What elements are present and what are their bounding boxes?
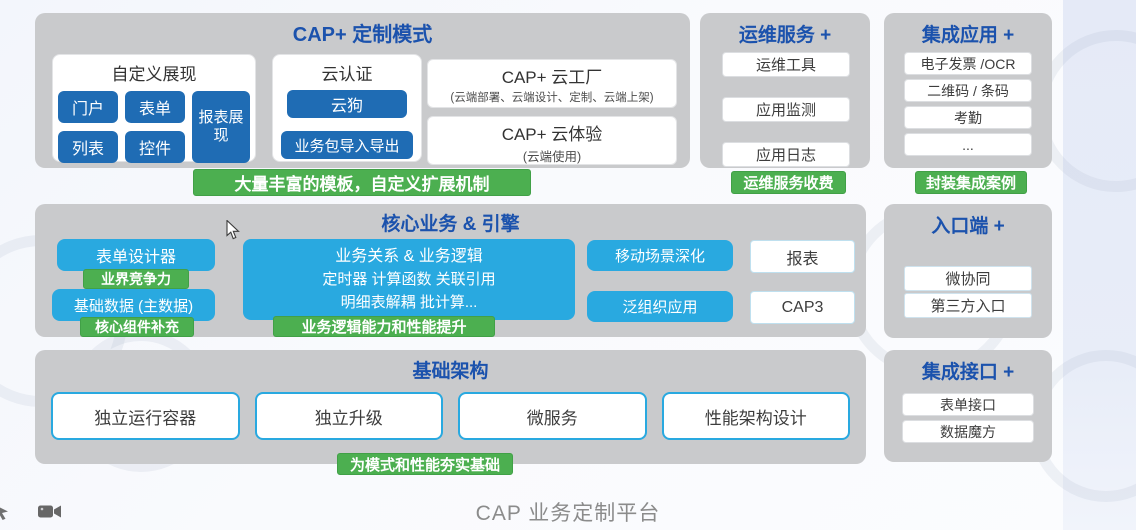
block-mobile-scene: 移动场景深化 bbox=[587, 240, 733, 271]
block-report: 报表 bbox=[750, 240, 855, 273]
panel-core-business: 核心业务 & 引擎 表单设计器 基础数据 (主数据) 业务关系 & 业务逻辑 定… bbox=[35, 204, 866, 337]
panel-custom-mode-title: CAP+ 定制模式 bbox=[292, 24, 433, 46]
block-form-api: 表单接口 bbox=[902, 393, 1034, 416]
video-camera-icon[interactable] bbox=[38, 503, 62, 525]
engine-line-2: 定时器 计算函数 关联引用 bbox=[322, 271, 496, 288]
panel-integrated-apps: 集成应用 + 电子发票 /OCR 二维码 / 条码 考勤 ... bbox=[884, 13, 1052, 168]
panel-integration-api: 集成接口 + 表单接口 数据魔方 bbox=[884, 350, 1052, 462]
block-ops-tools: 运维工具 bbox=[722, 52, 850, 77]
block-micro-collab: 微协同 bbox=[904, 266, 1032, 291]
pointer-icon[interactable] bbox=[0, 503, 15, 526]
badge-custom-mode: 大量丰富的模板，自定义扩展机制 bbox=[193, 169, 531, 196]
block-portal: 门户 bbox=[58, 91, 118, 123]
block-cloud-dog: 云狗 bbox=[287, 90, 407, 118]
engine-line-1: 业务关系 & 业务逻辑 bbox=[335, 248, 483, 265]
card-cloud-experience-title: CAP+ 云体验 bbox=[501, 125, 603, 144]
block-qrcode-barcode: 二维码 / 条码 bbox=[904, 79, 1032, 102]
slide-caption: CAP 业务定制平台 bbox=[475, 502, 661, 525]
block-report-display: 报表展现 bbox=[192, 91, 250, 163]
panel-integration-api-title: 集成接口 + bbox=[921, 362, 1015, 383]
badge-business-engine: 业务逻辑能力和性能提升 bbox=[273, 316, 495, 337]
panel-custom-mode: CAP+ 定制模式 自定义展现 门户 表单 报表展现 列表 控件 云认证 云狗 … bbox=[35, 13, 690, 168]
block-pan-org: 泛组织应用 bbox=[587, 291, 733, 322]
block-app-logs: 应用日志 bbox=[722, 142, 850, 167]
block-third-party-entry: 第三方入口 bbox=[904, 293, 1032, 318]
mouse-arrow-cursor-icon bbox=[226, 219, 240, 245]
panel-integrated-apps-title: 集成应用 + bbox=[921, 25, 1015, 46]
block-data-cube: 数据魔方 bbox=[902, 420, 1034, 443]
card-cloud-column: CAP+ 云工厂 (云端部署、云端设计、定制、云端上架) CAP+ 云体验 (云… bbox=[427, 59, 677, 165]
card-cloud-factory-subtitle: (云端部署、云端设计、定制、云端上架) bbox=[450, 92, 654, 104]
engine-line-3: 明细表解耦 批计算... bbox=[340, 293, 478, 311]
card-cloud-experience: CAP+ 云体验 (云端使用) bbox=[427, 116, 677, 165]
panel-ops-service-title: 运维服务 + bbox=[738, 25, 832, 46]
card-cloud-factory-title: CAP+ 云工厂 bbox=[501, 68, 603, 87]
block-attendance: 考勤 bbox=[904, 106, 1032, 129]
badge-infrastructure: 为模式和性能夯实基础 bbox=[337, 453, 513, 475]
card-cloud-auth-title: 云认证 bbox=[321, 65, 373, 84]
panel-infrastructure: 基础架构 独立运行容器 独立升级 微服务 性能架构设计 bbox=[35, 350, 866, 464]
card-cloud-experience-subtitle: (云端使用) bbox=[522, 150, 582, 164]
block-form: 表单 bbox=[125, 91, 185, 123]
block-independent-upgrade: 独立升级 bbox=[254, 392, 443, 440]
panel-infrastructure-title: 基础架构 bbox=[412, 361, 489, 382]
block-app-monitor: 应用监测 bbox=[722, 97, 850, 122]
block-microservices: 微服务 bbox=[458, 392, 647, 440]
panel-ops-service: 运维服务 + 运维工具 应用监测 应用日志 bbox=[700, 13, 870, 168]
block-list: 列表 bbox=[58, 131, 118, 163]
card-cloud-auth: 云认证 云狗 业务包导入导出 bbox=[272, 54, 422, 162]
panel-entry-ports: 入口端 + 微协同 第三方入口 bbox=[884, 204, 1052, 338]
block-form-designer: 表单设计器 bbox=[57, 239, 215, 271]
block-standalone-container: 独立运行容器 bbox=[51, 392, 240, 440]
badge-integrated-apps: 封装集成案例 bbox=[915, 171, 1027, 194]
card-cloud-factory: CAP+ 云工厂 (云端部署、云端设计、定制、云端上架) bbox=[427, 59, 677, 108]
card-custom-display: 自定义展现 门户 表单 报表展现 列表 控件 bbox=[52, 54, 256, 163]
block-base-data: 基础数据 (主数据) bbox=[52, 289, 215, 321]
block-widget: 控件 bbox=[125, 131, 185, 163]
card-custom-display-title: 自定义展现 bbox=[111, 65, 197, 84]
block-package-import-export: 业务包导入导出 bbox=[281, 131, 413, 159]
block-e-invoice-ocr: 电子发票 /OCR bbox=[904, 52, 1032, 75]
block-business-engine: 业务关系 & 业务逻辑 定时器 计算函数 关联引用 明细表解耦 批计算... bbox=[243, 239, 575, 320]
badge-ops-service: 运维服务收费 bbox=[731, 171, 846, 194]
block-more-apps: ... bbox=[904, 133, 1032, 156]
badge-form-designer: 业界竞争力 bbox=[83, 269, 189, 289]
block-cap3: CAP3 bbox=[750, 291, 855, 324]
panel-core-business-title: 核心业务 & 引擎 bbox=[381, 214, 520, 235]
badge-base-data: 核心组件补充 bbox=[80, 317, 194, 337]
block-performance-architecture: 性能架构设计 bbox=[661, 392, 850, 440]
panel-entry-ports-title: 入口端 + bbox=[931, 216, 1005, 237]
